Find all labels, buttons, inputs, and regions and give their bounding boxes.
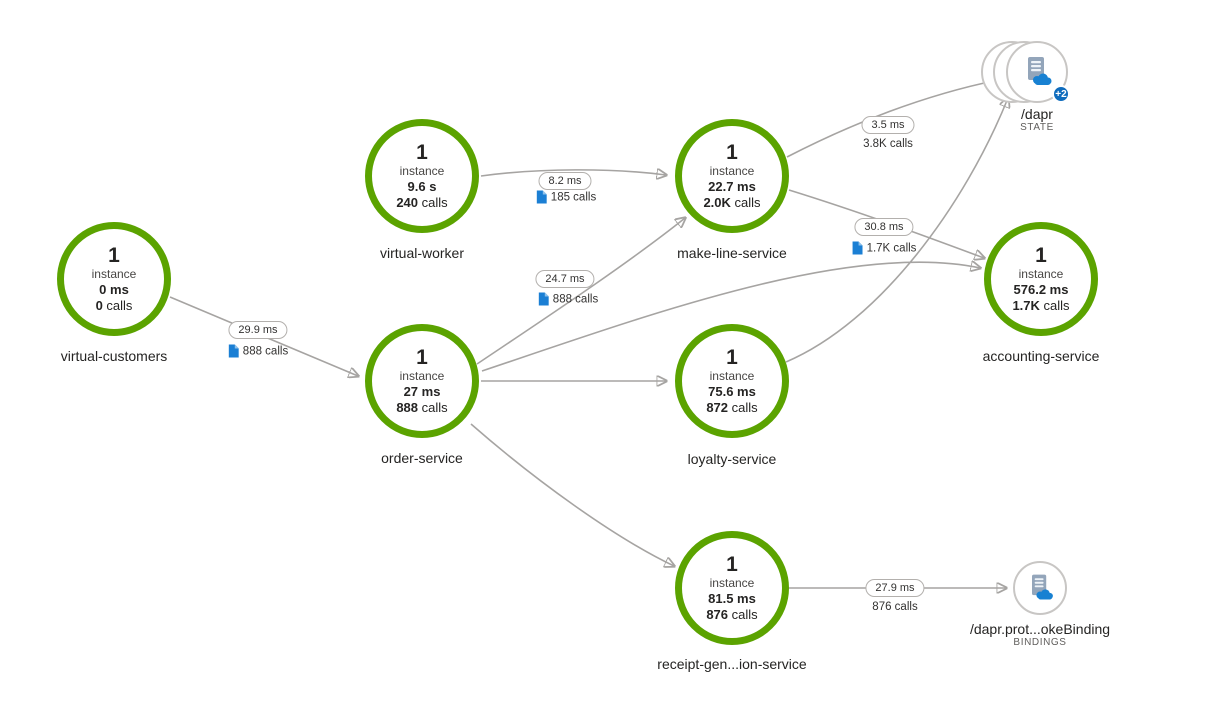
node-label-receipt-generation-service: receipt-gen...ion-service (657, 656, 807, 672)
edge-order-service-to-receipt-service[interactable] (470, 423, 674, 566)
node-calls: 2.0K calls (703, 195, 761, 211)
edge-calls-label[interactable]: 3.8K calls (863, 138, 913, 150)
node-virtual-customers[interactable]: 1 instance 0 ms 0 calls (57, 222, 171, 336)
node-label-loyalty-service: loyalty-service (687, 451, 777, 467)
node-duration: 576.2 ms (1013, 281, 1069, 297)
node-label-virtual-worker: virtual-worker (379, 245, 465, 261)
edge-calls-label[interactable]: 1.7K calls (852, 241, 916, 255)
instance-count: 1 (416, 140, 428, 164)
node-calls: 240 calls (396, 195, 448, 211)
instance-count: 1 (726, 345, 738, 369)
node-calls: 872 calls (706, 400, 758, 416)
edge-loyalty-service-to-dapr-state[interactable] (785, 98, 1008, 363)
node-order-service[interactable]: 1 instance 27 ms 888 calls (365, 324, 479, 438)
state-dependency-icon (1019, 54, 1055, 90)
grouped-instances-badge[interactable]: +2 (1052, 85, 1070, 103)
node-calls: 1.7K calls (1012, 298, 1070, 314)
node-dapr-state[interactable]: +2 (1006, 41, 1070, 103)
edge-latency-pill[interactable]: 24.7 ms (535, 270, 595, 288)
node-duration: 81.5 ms (708, 590, 756, 606)
edge-calls-label[interactable]: 888 calls (228, 344, 288, 358)
edge-latency-pill[interactable]: 8.2 ms (538, 172, 592, 190)
calls-icon (852, 241, 863, 255)
node-label-dapr-bindings: /dapr.prot...okeBinding (969, 621, 1111, 637)
node-calls: 888 calls (396, 400, 448, 416)
node-duration: 75.6 ms (708, 383, 756, 399)
instance-word: instance (1018, 266, 1064, 281)
bindings-dependency-icon (1024, 572, 1056, 604)
node-calls: 876 calls (706, 607, 758, 623)
node-calls: 0 calls (95, 298, 133, 314)
edge-calls-label[interactable]: 185 calls (536, 190, 596, 204)
node-duration: 0 ms (99, 281, 129, 297)
calls-icon (538, 292, 549, 306)
node-receipt-generation-service[interactable]: 1 instance 81.5 ms 876 calls (675, 531, 789, 645)
node-type-bindings: BINDINGS (1013, 637, 1067, 648)
instance-word: instance (399, 163, 445, 178)
node-accounting-service[interactable]: 1 instance 576.2 ms 1.7K calls (984, 222, 1098, 336)
instance-word: instance (399, 368, 445, 383)
node-label-dapr-state: /dapr (1021, 106, 1053, 122)
instance-count: 1 (108, 243, 120, 267)
instance-word: instance (709, 368, 755, 383)
instance-count: 1 (416, 345, 428, 369)
node-duration: 27 ms (403, 383, 441, 399)
edge-calls-label[interactable]: 888 calls (538, 292, 598, 306)
node-label-order-service: order-service (381, 450, 463, 466)
calls-icon (536, 190, 547, 204)
edge-virtual-worker-to-make-line-service[interactable] (480, 170, 666, 176)
node-label-virtual-customers: virtual-customers (60, 348, 168, 364)
node-label-accounting-service: accounting-service (982, 348, 1100, 364)
node-dapr-bindings[interactable] (1013, 561, 1067, 615)
instance-word: instance (91, 266, 137, 281)
node-label-make-line-service: make-line-service (677, 245, 787, 261)
edge-calls-label[interactable]: 876 calls (872, 601, 918, 613)
instance-count: 1 (1035, 243, 1047, 267)
instance-count: 1 (726, 140, 738, 164)
node-type-state: STATE (1020, 122, 1054, 133)
instance-count: 1 (726, 552, 738, 576)
node-make-line-service[interactable]: 1 instance 22.7 ms 2.0K calls (675, 119, 789, 233)
edge-latency-pill[interactable]: 29.9 ms (228, 321, 288, 339)
node-virtual-worker[interactable]: 1 instance 9.6 s 240 calls (365, 119, 479, 233)
edge-make-line-service-to-dapr-state[interactable] (786, 80, 998, 158)
instance-word: instance (709, 163, 755, 178)
edge-order-service-to-make-line-service[interactable] (476, 218, 685, 365)
instance-word: instance (709, 575, 755, 590)
node-duration: 9.6 s (407, 178, 437, 194)
edge-order-service-to-accounting-service[interactable] (481, 262, 980, 372)
edge-latency-pill[interactable]: 27.9 ms (865, 579, 925, 597)
calls-icon (228, 344, 239, 358)
edge-latency-pill[interactable]: 30.8 ms (854, 218, 914, 236)
node-loyalty-service[interactable]: 1 instance 75.6 ms 872 calls (675, 324, 789, 438)
edge-latency-pill[interactable]: 3.5 ms (861, 116, 915, 134)
node-duration: 22.7 ms (708, 178, 756, 194)
